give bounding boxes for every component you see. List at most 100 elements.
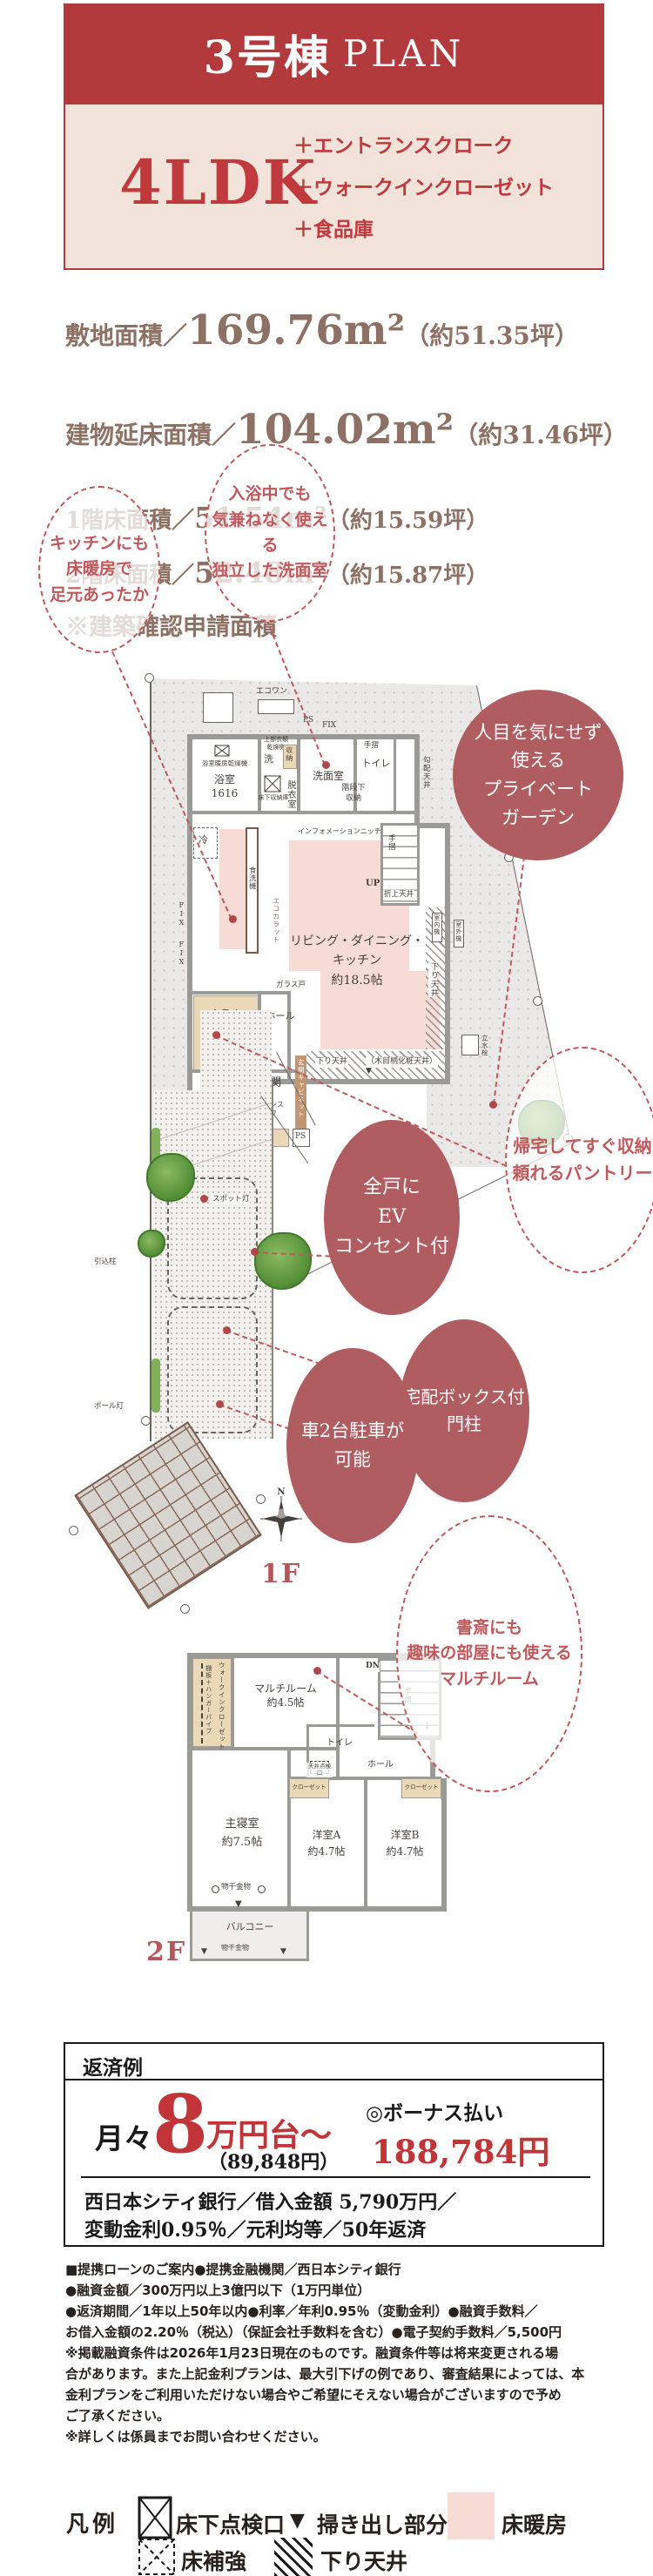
plan-label: PLAN: [342, 31, 465, 75]
callout-multiroom: 書斎にも 趣味の部屋にも使える マルチルーム: [396, 1515, 582, 1792]
kitchen-counter: [246, 827, 259, 954]
tree: [254, 1232, 312, 1290]
ecoone-unit: [258, 699, 294, 714]
monthly-detail: （89,848円）: [208, 2151, 340, 2174]
payment-box: 返済例 月々 8 万円台〜 （89,848円） ◎ボーナス払い 188,784円…: [64, 2042, 604, 2247]
wall: [287, 991, 291, 1084]
compass-icon: N: [260, 1487, 302, 1541]
wall: [287, 1749, 291, 1906]
grass-strip: [151, 1128, 160, 1171]
room-west-b: 洋室B 約4.7帖: [386, 1829, 424, 1858]
floor-heating-ldk2: [320, 971, 440, 1049]
floor-hatch-legend-icon: [138, 2496, 172, 2539]
spec-panel: 4LDK ＋エントランスクローク ＋ウォークインクローゼット ＋食品庫: [64, 103, 604, 270]
wall: [258, 739, 261, 814]
feature-item: ＋食品庫: [293, 218, 374, 241]
water-tap: [461, 1035, 479, 1055]
legend-title: 凡例: [66, 2512, 119, 2538]
wall: [394, 739, 396, 814]
bonus-label: ◎ボーナス払い: [366, 2101, 504, 2125]
room-washroom: 洗面室: [312, 770, 344, 782]
feature-item: ＋エントランスクローク: [293, 134, 514, 158]
callout-dot: [229, 915, 237, 923]
closet-a: [289, 1778, 329, 1798]
wall: [306, 1724, 374, 1727]
loan-note-line: 合があります。また上記金利プランは、最大引下げの例であり、審査結果によっては、本: [65, 2366, 585, 2382]
layout-title: 4LDK: [119, 146, 318, 219]
legend-sweep: 掃き出し部分: [317, 2512, 448, 2538]
fridge-space: [193, 827, 218, 859]
floor1-label: 1F: [261, 1559, 302, 1589]
approach-path: [200, 1010, 272, 1090]
sweep-mark-balcony: ▼: [280, 1947, 286, 1956]
survey-point: [145, 673, 154, 683]
closet-a-label: クローゼット: [292, 1784, 326, 1790]
site-area-tsubo: （約51.35坪）: [405, 321, 579, 350]
payment-title-divider: [65, 2079, 603, 2080]
building-area-label: 建物延床面積／: [65, 421, 237, 449]
car-space-2: [167, 1306, 258, 1433]
callout-kitchen: キッチンにも 床暖房で 足元あったか: [38, 486, 160, 653]
room-ldk: リビング・ダイニング・ キッチン 約18.5帖: [290, 934, 424, 988]
pole-light-label: ポール灯: [94, 1402, 125, 1411]
legend-heating: 床暖房: [502, 2512, 568, 2538]
spotlight-dot: [200, 1195, 208, 1203]
info-niche-label: インフォメーションニッチ: [298, 827, 381, 835]
bonus-value: 188,784円: [372, 2133, 550, 2171]
room-west-a: 洋室A 約4.7帖: [307, 1829, 346, 1858]
floor1-area-tsubo: （約15.59坪）: [326, 508, 489, 534]
outdoor-unit: [454, 920, 464, 947]
floor-hatch-icon: [264, 775, 281, 792]
glass-door-label: ガラス戸: [275, 981, 306, 991]
drying-ring: [258, 1885, 266, 1893]
water-tap-label: 立水栓: [481, 1035, 489, 1057]
callout-dot: [313, 1667, 321, 1675]
tree: [146, 1153, 195, 1202]
sweep-mark-master: ▼: [235, 1899, 242, 1909]
building-area-tsubo: （約31.46坪）: [454, 421, 628, 449]
loan-note-line: ■提携ローンのご案内●提携金融機関／西日本シティ銀行: [65, 2262, 401, 2277]
storage-label: 収納: [285, 746, 293, 762]
callout-dot: [212, 1031, 220, 1039]
monthly-value: 8: [152, 2077, 209, 2171]
closet-b: [401, 1778, 441, 1798]
fridge-label: 冷: [199, 834, 208, 846]
survey-point: [141, 1416, 151, 1426]
room-multi: マルチルーム 約4.5帖: [254, 1682, 317, 1709]
monthly-unit: 万円台〜: [206, 2117, 333, 2154]
room-dressing: 脱衣室: [286, 780, 295, 809]
feature-item: ＋ウォークインクローゼット: [293, 176, 554, 199]
fix-top-label: FIX: [322, 721, 337, 730]
handrail-stairs-label: 手摺: [387, 834, 396, 851]
bank-conditions-2: 変動金利0.95％／元利均等／50年返済: [84, 2219, 427, 2242]
loan-note-line: ご了承ください。: [65, 2408, 171, 2424]
fix-left-label2: FIX: [177, 941, 185, 967]
outdoor-unit-label: 室外機: [454, 921, 462, 942]
wood-ceiling-label: （木目柄化粧天井）: [366, 1057, 439, 1068]
legend-lowered-icon: [274, 2538, 313, 2576]
building-area-line: 建物延床面積／ 104.02m² （約31.46坪）: [65, 406, 628, 454]
spotlight-label: スポット灯: [212, 1195, 250, 1205]
drying-ring: [212, 1885, 219, 1893]
sweep-mark-balcony: ▼: [201, 1947, 207, 1956]
ceiling-hatch-label: 天井点検口: [306, 1763, 333, 1777]
ps-top-label: PS: [303, 716, 314, 725]
entrance-cabinet: [295, 1055, 306, 1136]
survey-point: [256, 1494, 266, 1504]
survey-point: [69, 1526, 78, 1535]
driveway: [153, 1090, 272, 1439]
ps-box: [293, 1129, 310, 1147]
survey-point: [533, 996, 542, 1006]
site-area-line: 敷地面積／ 169.76m² （約51.35坪）: [65, 307, 579, 354]
wall: [353, 739, 357, 814]
legend-sweep-icon: ▼: [290, 2510, 305, 2532]
callout-parking: 車2台駐車が 可能: [286, 1348, 419, 1543]
loan-note-line: ●融資金額／300万円以上3億円以下（1万円単位）: [65, 2283, 371, 2298]
callout-dot: [223, 1326, 231, 1334]
floor-reinforce-legend-icon: [138, 2539, 175, 2575]
wall: [336, 1658, 340, 1778]
hanger-pipe: [201, 1663, 203, 1743]
legend-reinforce: 床補強: [181, 2549, 247, 2574]
callout-garden: 人目を気にせず 使える プライベート ガーデン: [453, 690, 623, 860]
